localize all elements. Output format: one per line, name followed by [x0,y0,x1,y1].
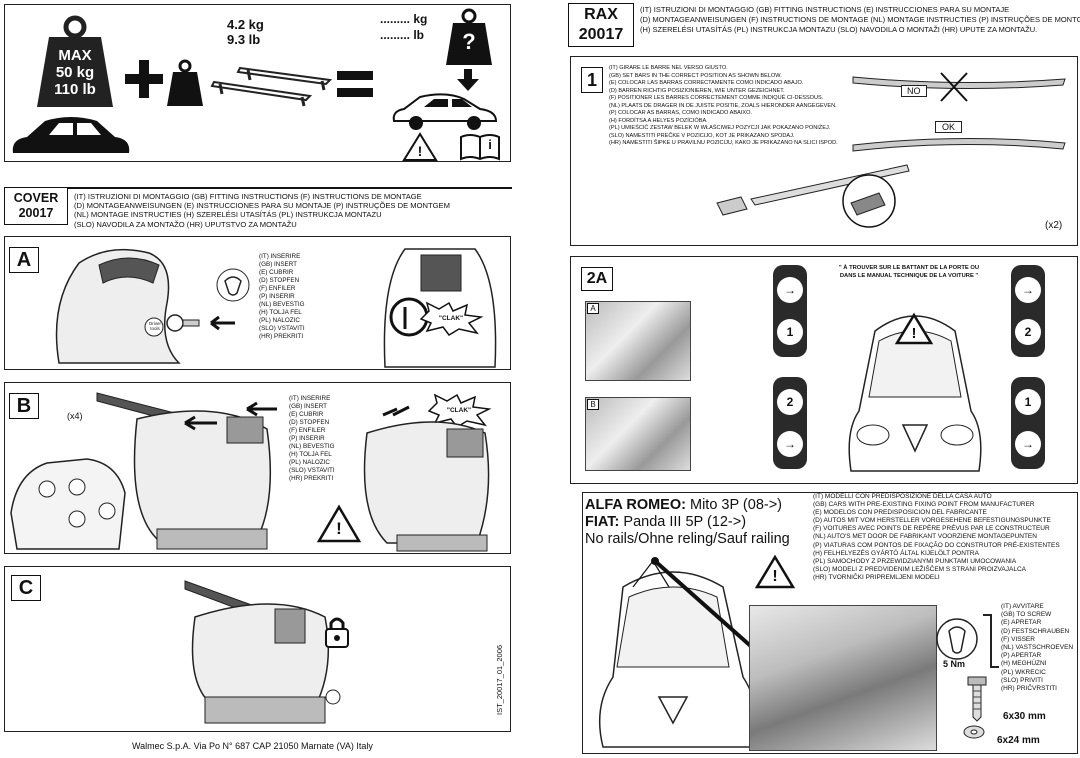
max-label: MAX [58,47,92,64]
foot-cover-drawing [55,248,181,364]
count-x2: (x2) [1045,220,1063,231]
warning-2a-icon [894,312,934,345]
step-1-instructions: (IT) GIRARE LE BARRE NEL VERSO GIUSTO.(G… [609,65,838,146]
cap-set-drawing [10,458,126,550]
fixing-point-photo [749,605,937,751]
weight-icon [167,59,203,106]
step-c-label: C [11,575,41,601]
padlock-icon [325,617,349,648]
warning-vehicle-icon [754,554,796,589]
mount-point-rear-right: 1 → [1011,377,1045,469]
door-note: " À TROUVER SUR LE BATTANT DE LA PORTE O… [838,265,980,279]
step-b-panel: B (x4) (IT) INSERIRE(GB) INSERT(E) CUBRI… [4,382,511,554]
info-glyph: i [488,137,492,152]
ok-label: OK [935,121,963,133]
mount-point-rear-left: 2 → [773,377,807,469]
rax-header: (IT) ISTRUZIONI DI MONTAGGIO (GB) FITTIN… [640,5,1080,34]
screw-icon [967,676,987,722]
step-1-label: 1 [581,67,603,93]
question-mark: ? [462,29,476,54]
rax-label: RAX 20017 [568,3,634,47]
clak-burst-icon [419,301,484,336]
manual-book-icon [460,134,500,161]
car-front-drawing [848,315,982,472]
step-a-instructions: (IT) INSERIRE(GB) INSERT(E) CUBRIR(D) ST… [259,253,305,340]
weight-kg: 4.2 kg [227,17,264,32]
step-c-panel: C IST_20017_01_2006 [4,566,511,732]
car-side-icon [392,93,498,130]
cover-header: (IT) ISTRUZIONI DI MONTAGGIO (GB) FITTIN… [74,192,450,229]
warning-2a-glyph: ! [911,325,917,342]
fiat-model: Panda III 5P (12->) [623,514,747,530]
result-weight: ......... kg ......... lb [380,11,427,43]
company-footer: Walmec S.p.A. Via Po N° 687 CAP 21050 Ma… [132,741,373,751]
weight-lb: 9.3 lb [227,32,261,47]
vehicle-panel: ALFA ROMEO: Mito 3P (08->) FIAT: Panda I… [582,492,1078,754]
logo-a: Driver tools [149,321,161,331]
bar-mount-drawing [716,164,910,228]
clak-burst-b-icon [427,393,492,428]
photo-a-label: A [587,303,599,314]
result-lb: ......... lb [380,28,425,42]
torque-value: 5 Nm [943,659,966,669]
photo-b-label: B [587,399,599,410]
vehicle-title: ALFA ROMEO: Mito 3P (08->) FIAT: Panda I… [585,497,790,548]
warning-icon [402,132,438,161]
fiat-label: FIAT: [585,514,620,530]
step-a-label: A [9,247,39,273]
bar-insert-drawing [96,392,277,550]
cover-label: COVER 20017 [4,187,68,225]
warning-vehicle-glyph: ! [772,568,778,585]
weight-panel: MAX 50 kg 110 lb 4.2 kg 9.3 lb .........… [4,4,511,162]
vehicle-instructions: (IT) MODELLI CON PREDISPOSIZIONE DELLA C… [813,493,1060,581]
step-2a-panel: 2A A B " À TROUVER SUR LE BATTANT DE LA … [570,256,1078,484]
max-weight-text: MAX 50 kg 110 lb [35,47,115,98]
step-b-instructions: (IT) INSERIRE(GB) INSERT(E) CUBRIR(D) ST… [289,395,335,482]
warning-b-icon [316,504,362,543]
photo-b [585,397,691,471]
final-assembly-drawing [184,580,341,724]
mount-point-front-right: → 2 [1011,265,1045,357]
warning-glyph: ! [417,143,423,159]
screw-instructions: (IT) AVVITARE(GB) TO SCREW(E) APRETAR(D)… [1001,603,1074,693]
product-weight: 4.2 kg 9.3 lb [227,17,264,47]
washer-icon [963,725,985,739]
max-weight-icon [37,15,113,107]
screw-size: 6x30 mm [1003,711,1046,722]
bar-correct-orientation [852,137,1066,152]
step-2a-label: 2A [581,267,613,291]
wrench-icon [936,614,999,668]
no-label: NO [901,85,927,97]
key-circle-icon [216,268,250,302]
bars-icon [210,66,333,107]
equals-sign [337,71,373,99]
car-roof-icon [12,117,130,153]
plus-sign [125,60,163,98]
document-code: IST_20017_01_2006 [495,644,504,715]
cover-fitted-drawing [363,405,490,552]
max-lb: 110 lb [54,81,96,98]
bar-wrong-orientation [852,72,1066,102]
clak-text-b: "CLAK" [446,407,472,414]
step-b-label: B [9,393,39,419]
rails-label: No rails/Ohne reling/Sauf railing [585,531,790,547]
max-kg: 50 kg [55,64,95,81]
washer-size: 6x24 mm [997,735,1040,746]
count-x4: (x4) [67,411,83,421]
alfa-label: ALFA ROMEO: [585,497,686,513]
question-weight-icon [446,8,492,65]
step-1-panel: 1 (IT) GIRARE LE BARRE NEL VERSO GIUSTO.… [570,56,1078,246]
warning-b-glyph: ! [336,519,342,538]
mount-point-front-left: → 1 [773,265,807,357]
step-a-panel: A Driver tools (IT) INSERIRE(GB) INSERT(… [4,236,511,370]
clak-text-a: "CLAK" [438,315,464,322]
key-lock-drawing [166,314,235,332]
cover-header-rule [68,187,512,189]
photo-a [585,301,691,381]
result-kg: ......... kg [380,12,428,26]
down-arrow-icon [457,69,479,91]
alfa-model: Mito 3P (08->) [690,497,783,513]
car-roof-points-drawing [598,557,765,748]
